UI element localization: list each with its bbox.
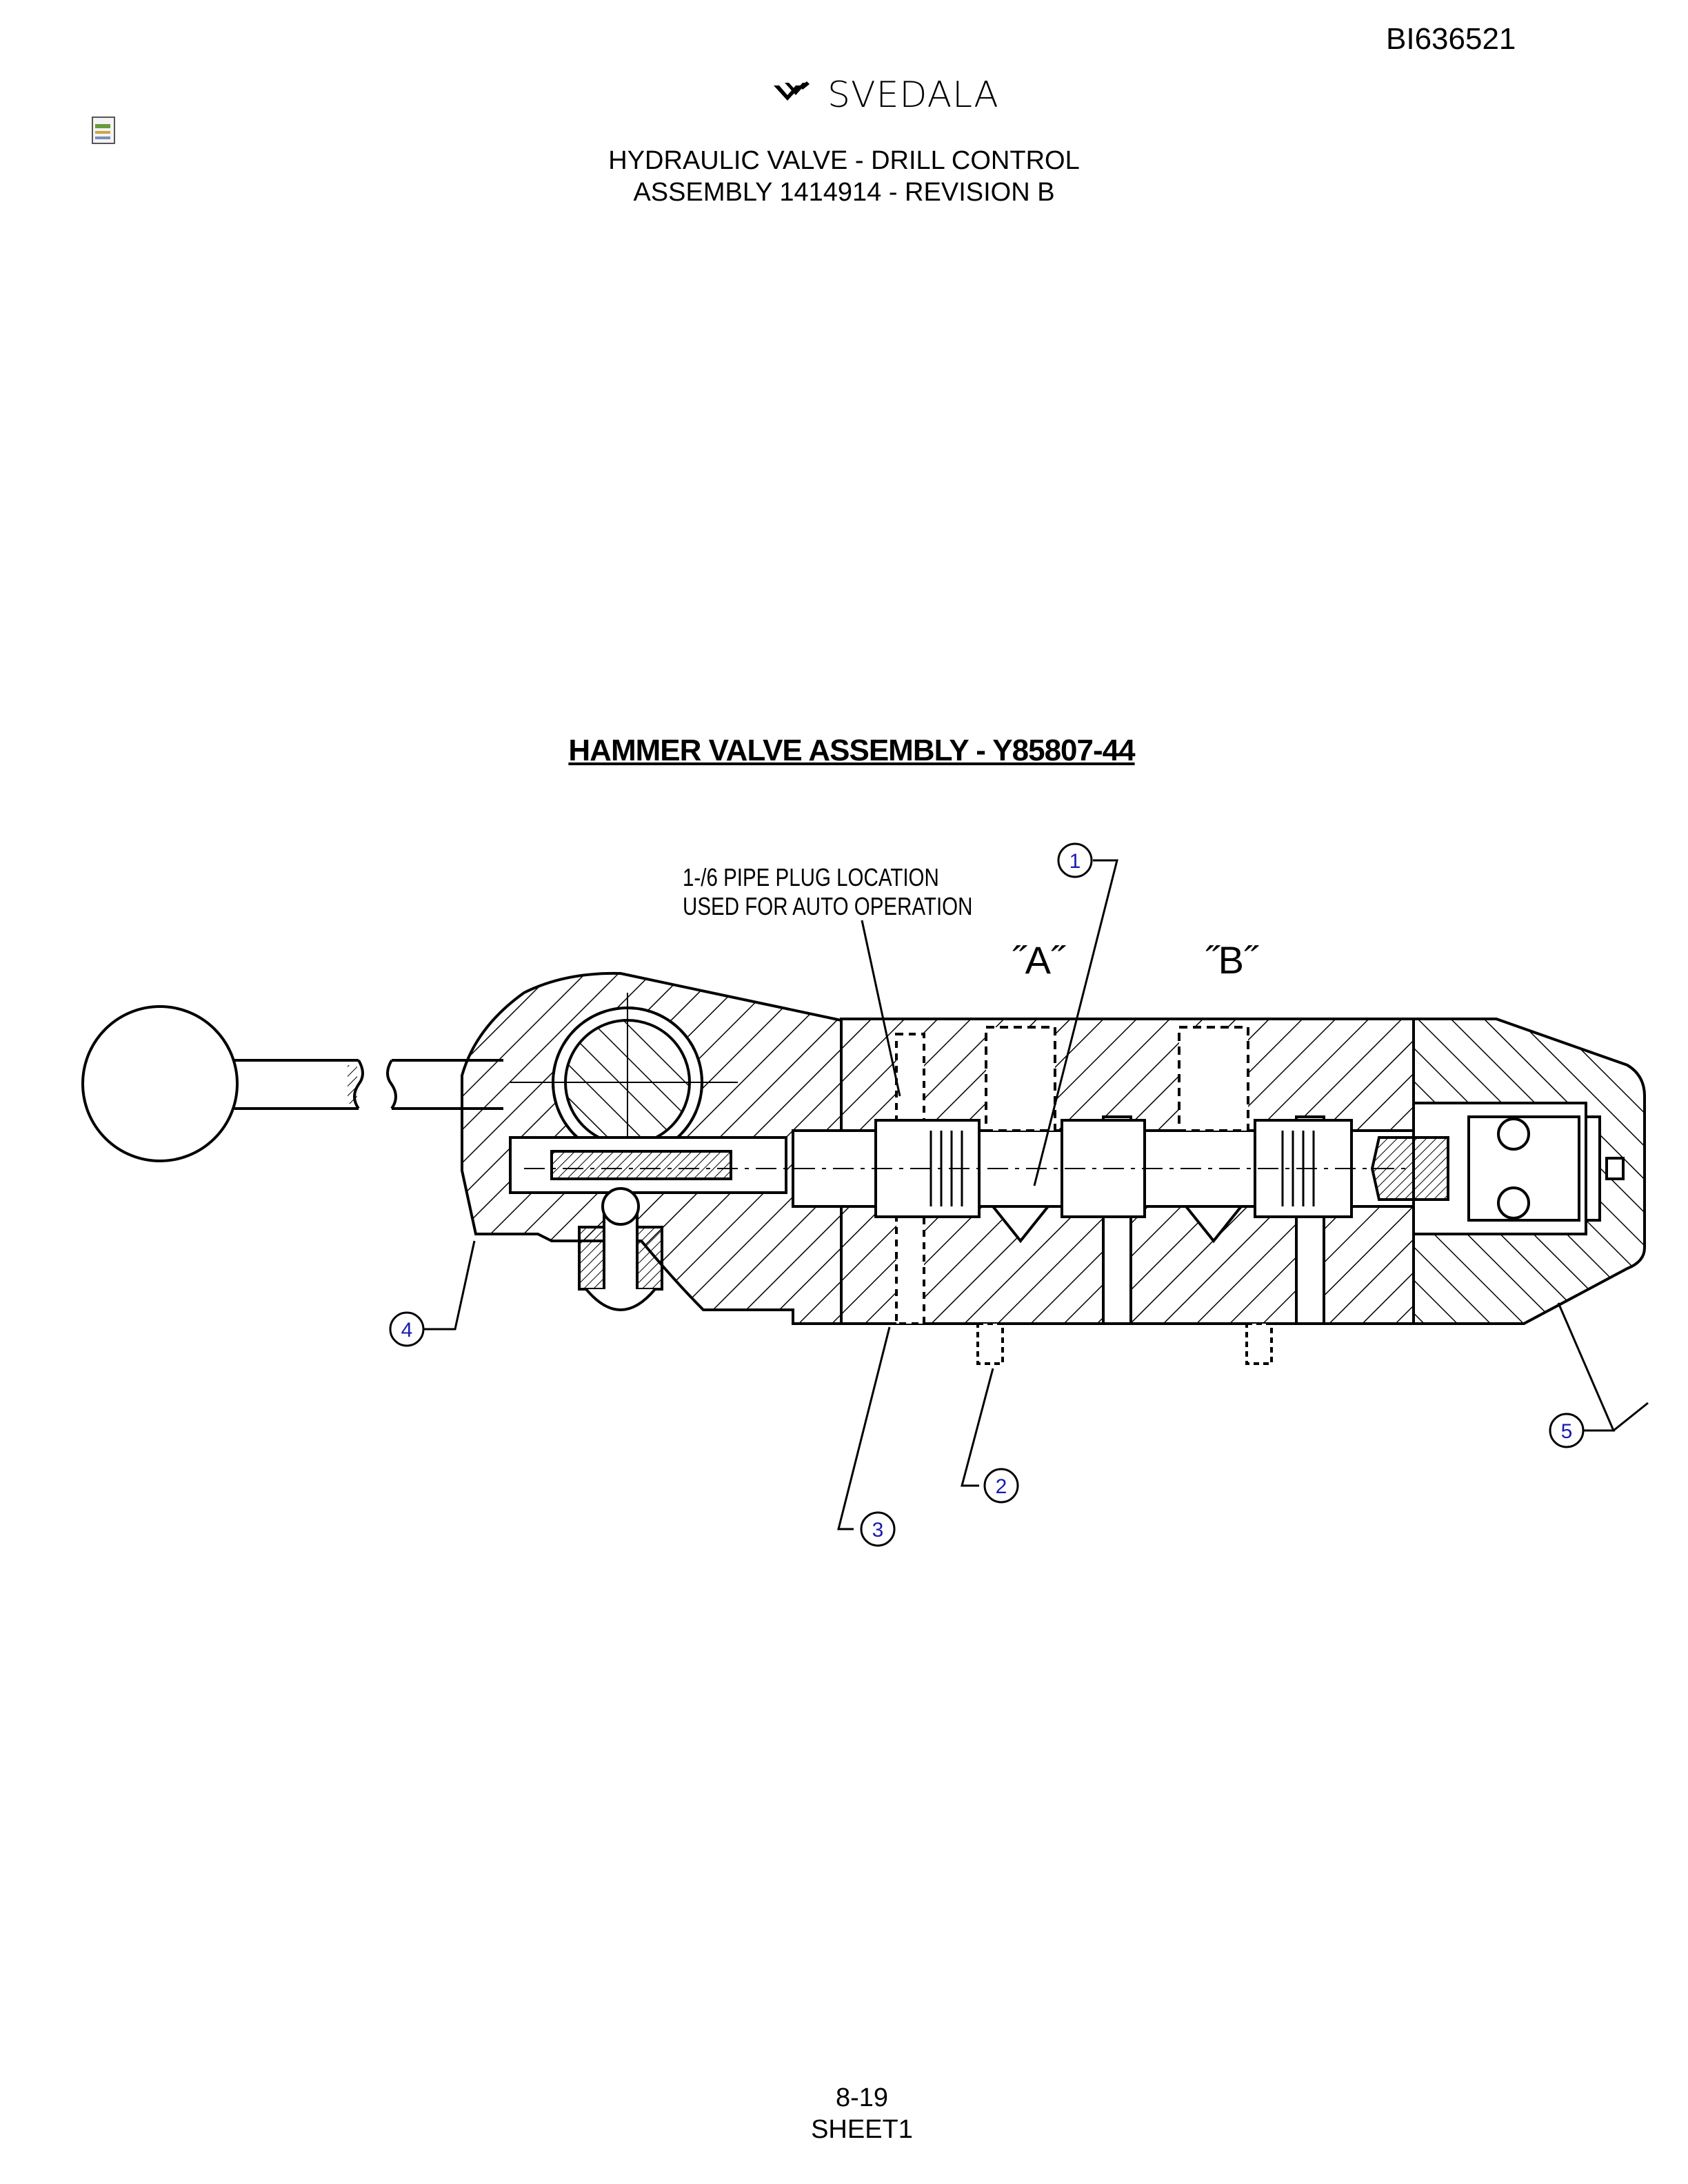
callout-4: 4 (389, 1311, 425, 1347)
port-a-label: ˝A˝ (1012, 938, 1064, 982)
svg-text:5: 5 (1561, 1420, 1573, 1443)
svg-text:1: 1 (1069, 850, 1081, 873)
gear-housing (461, 971, 843, 1325)
note-line-1: 1-/6 PIPE PLUG LOCATION (683, 863, 939, 891)
callout-3: 3 (860, 1511, 896, 1547)
leader-lines (423, 859, 1649, 1530)
svg-text:4: 4 (401, 1319, 413, 1342)
handle-knob (81, 1005, 503, 1162)
page-number: 8-19 (835, 2083, 889, 2112)
title-line-1: HYDRAULIC VALVE - DRILL CONTROL (608, 146, 1080, 175)
brand-name: SVEDALA (827, 74, 999, 116)
callout-5: 5 (1549, 1413, 1585, 1448)
page-footer: 8-19 SHEET1 (0, 2082, 1688, 2145)
pipe-plug-note: 1-/6 PIPE PLUG LOCATION USED FOR AUTO OP… (683, 863, 972, 921)
callout-2: 2 (983, 1468, 1019, 1504)
document-icon[interactable] (91, 116, 119, 146)
drawing-subtitle: HAMMER VALVE ASSEMBLY - Y85807-44 (568, 734, 1135, 767)
port-b-label: ˝B˝ (1205, 938, 1257, 982)
callout-1: 1 (1057, 842, 1093, 878)
detent-plunger (578, 1187, 663, 1311)
svg-text:3: 3 (872, 1519, 884, 1541)
document-title: HYDRAULIC VALVE - DRILL CONTROL ASSEMBLY… (0, 145, 1688, 208)
svedala-logo-icon (774, 81, 810, 101)
note-line-2: USED FOR AUTO OPERATION (683, 892, 973, 920)
document-id: BI636521 (1386, 22, 1516, 56)
end-cap (1370, 1018, 1646, 1325)
svg-text:2: 2 (996, 1475, 1007, 1498)
svedala-logo: SVEDALA (772, 74, 999, 116)
sheet-label: SHEET1 (811, 2115, 913, 2144)
title-line-2: ASSEMBLY 1414914 - REVISION B (633, 178, 1055, 207)
valve-body (524, 1018, 1586, 1365)
